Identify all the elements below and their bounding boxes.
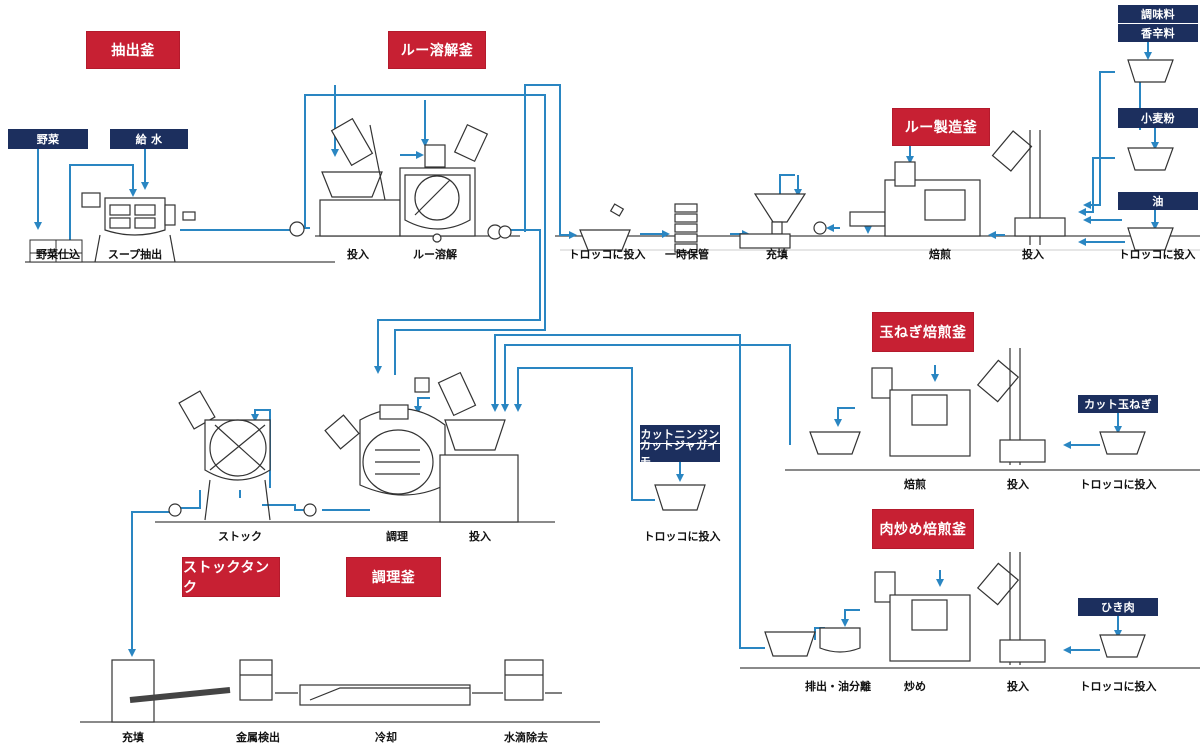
onion-line-equipment — [809, 348, 1146, 465]
label-charge-4: 投入 — [1007, 680, 1029, 693]
label-dewater: 水滴除去 — [504, 731, 548, 744]
title-stock-tank: ストックタンク — [183, 558, 279, 596]
label-roux-dissolve: ルー溶解 — [413, 248, 457, 261]
tag-cut-carrot: カットニンジン — [640, 425, 720, 443]
tag-flour: 小麦粉 — [1118, 108, 1198, 128]
veg-prep-boxes — [29, 239, 83, 263]
meat-line-equipment — [764, 552, 1146, 665]
label-metal-detect: 金属検出 — [236, 731, 280, 744]
tag-spice: 香辛料 — [1118, 24, 1198, 42]
label-roast-2: 焙煎 — [904, 478, 926, 491]
title-cooking-kettle: 調理釜 — [347, 558, 440, 596]
label-cart-charge-4: トロッコに投入 — [643, 530, 721, 543]
roux-dissolve-equipment — [319, 117, 489, 243]
tag-seasoning: 調味料 — [1118, 5, 1198, 23]
title-onion-roast-kettle: 玉ねぎ焙煎釜 — [873, 313, 973, 351]
label-roast-1: 焙煎 — [929, 248, 951, 261]
tag-water-supply: 給 水 — [110, 129, 188, 149]
label-charge-1: 投入 — [1022, 248, 1044, 261]
label-veg-prep: 野菜仕込 — [36, 248, 80, 261]
cook-equipment — [178, 371, 519, 523]
label-cool: 冷却 — [375, 731, 397, 744]
bottom-chain — [111, 659, 562, 723]
label-drain-oil: 排出・油分離 — [805, 680, 871, 693]
label-cart-charge-5: トロッコに投入 — [1079, 680, 1157, 693]
label-charge-3: 投入 — [469, 530, 491, 543]
tag-cut-potato: カットジャガイモ — [640, 439, 720, 468]
tag-vegetables: 野菜 — [8, 129, 88, 149]
title-roux-make-kettle: ルー製造釜 — [893, 109, 989, 145]
label-cart-charge-3: トロッコに投入 — [1079, 478, 1157, 491]
process-pipes — [34, 40, 1159, 657]
label-charge-2: 投入 — [1007, 478, 1029, 491]
label-cart-charge-2: トロッコに投入 — [1118, 248, 1196, 261]
label-soup-extract: スープ抽出 — [107, 248, 163, 261]
label-fill-2: 充填 — [122, 731, 144, 744]
pumps — [168, 221, 827, 517]
label-roux-charge: 投入 — [347, 248, 369, 261]
tag-minced-meat: ひき肉 — [1078, 598, 1158, 616]
upper-right-equipment — [579, 59, 1174, 253]
label-stir-fry: 炒め — [904, 680, 926, 693]
tag-cut-onion: カット玉ねぎ — [1078, 395, 1158, 413]
label-temp-store: 一時保管 — [665, 248, 709, 261]
title-extraction-kettle: 抽出釜 — [87, 32, 179, 68]
title-meat-roast-kettle: 肉炒め焙煎釜 — [873, 510, 973, 548]
label-stock: ストック — [218, 530, 262, 543]
veg-cart — [654, 484, 706, 511]
soup-extract-kettle — [81, 192, 196, 263]
label-cook: 調理 — [386, 530, 408, 543]
tag-oil: 油 — [1118, 192, 1198, 210]
label-fill-1: 充填 — [766, 248, 788, 261]
title-roux-dissolve-kettle: ルー溶解釜 — [389, 32, 485, 68]
label-cart-charge-1: トロッコに投入 — [568, 248, 646, 261]
